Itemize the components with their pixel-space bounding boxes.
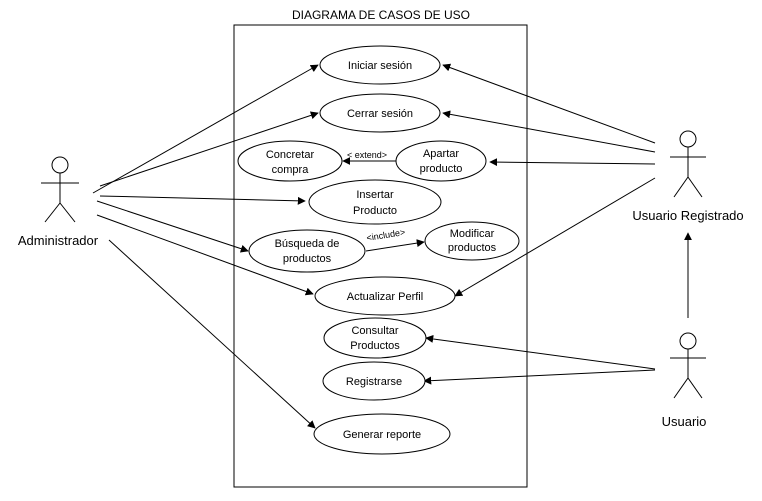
use-case-label-line-1: Concretar — [266, 149, 315, 161]
line-registrado-iniciar-sesion — [442, 63, 656, 144]
association-lines — [92, 63, 692, 429]
line-include — [365, 239, 425, 252]
use-case-label: Registrarse — [346, 376, 402, 388]
line-registrado-actualizar-perfil — [454, 177, 656, 297]
use-case-actualizar-perfil[interactable]: Actualizar Perfil — [314, 276, 456, 316]
include-label: <include> — [366, 227, 406, 243]
use-case-label-line-2: Producto — [353, 205, 397, 217]
use-case-label-line-2: Productos — [350, 340, 400, 352]
use-case-label: Actualizar Perfil — [347, 291, 423, 303]
extend-label: < extend> — [347, 150, 387, 160]
use-case-label: Generar reporte — [343, 429, 421, 441]
actor-usuario-registrado[interactable]: Usuario Registrado — [632, 130, 744, 223]
use-case-label: Cerrar sesión — [347, 108, 413, 120]
use-case-label-line-1: Modificar — [450, 228, 495, 240]
line-admin-insertar-producto — [99, 195, 306, 205]
use-case-consultar-productos[interactable]: Consultar Productos — [323, 317, 427, 359]
stick-figure-icon — [670, 332, 706, 399]
actor-usuario[interactable]: Usuario — [662, 332, 707, 429]
use-case-label-line-1: Consultar — [351, 325, 398, 337]
use-case-modificar-productos[interactable]: Modificar productos — [424, 221, 520, 261]
use-case-insertar-producto[interactable]: Insertar Producto — [308, 179, 442, 225]
use-case-label-line-2: producto — [420, 163, 463, 175]
use-case-label-line-2: productos — [283, 253, 332, 265]
actor-label: Usuario — [662, 414, 707, 429]
use-case-generar-reporte[interactable]: Generar reporte — [313, 413, 451, 455]
use-case-iniciar-sesion[interactable]: Iniciar sesión — [319, 45, 441, 85]
use-case-label-line-2: compra — [272, 164, 310, 176]
line-admin-cerrar-sesion — [99, 111, 319, 187]
use-case-label-line-1: Apartar — [423, 148, 459, 160]
diagram-title: DIAGRAMA DE CASOS DE USO — [292, 8, 470, 22]
line-registrado-apartar-producto — [489, 158, 656, 167]
system-boundary — [233, 24, 528, 488]
line-admin-actualizar-perfil — [96, 214, 314, 296]
line-usuario-consultar-productos — [425, 335, 656, 370]
line-registrado-cerrar-sesion — [442, 110, 656, 153]
stick-figure-icon — [670, 130, 706, 198]
line-admin-busqueda-productos — [96, 200, 249, 253]
use-case-label-line-1: Insertar — [356, 189, 394, 201]
actor-label: Administrador — [18, 233, 99, 248]
use-case-apartar-producto[interactable]: Apartar producto — [395, 140, 487, 182]
use-case-label: Iniciar sesión — [348, 60, 412, 72]
line-admin-generar-reporte — [108, 239, 316, 429]
actor-administrador[interactable]: Administrador — [18, 156, 99, 248]
use-case-label-line-1: Búsqueda de — [275, 238, 340, 250]
use-case-registrarse[interactable]: Registrarse — [322, 361, 426, 401]
use-case-busqueda-productos[interactable]: Búsqueda de productos — [248, 229, 366, 273]
line-admin-iniciar-sesion — [92, 64, 319, 194]
actor-label: Usuario Registrado — [632, 208, 743, 223]
use-case-concretar-compra[interactable]: Concretar compra — [237, 140, 343, 182]
line-usuario-registrarse — [423, 369, 656, 385]
stick-figure-icon — [41, 156, 79, 223]
use-case-label-line-2: productos — [448, 242, 497, 254]
use-case-cerrar-sesion[interactable]: Cerrar sesión — [319, 93, 441, 133]
